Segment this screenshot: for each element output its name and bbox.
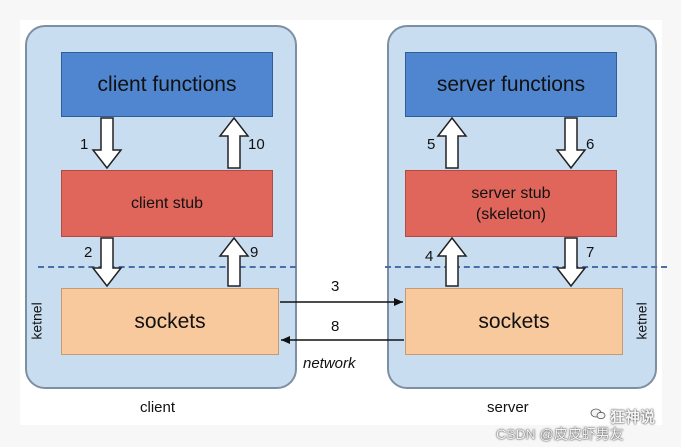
arrow-step-10 xyxy=(218,116,250,169)
wechat-logo-icon xyxy=(590,408,606,420)
arrow-step-5 xyxy=(436,116,468,169)
server-sockets-label: sockets xyxy=(478,309,550,333)
step-label-4: 4 xyxy=(425,248,434,265)
arrow-step-7 xyxy=(555,237,587,288)
client-stub-label: client stub xyxy=(130,195,204,212)
client-kernel-label: ketnel xyxy=(28,302,45,340)
client-functions-box: client functions xyxy=(61,52,273,117)
server-functions-box: server functions xyxy=(405,52,617,117)
client-functions-label: client functions xyxy=(97,72,237,96)
arrow-step-4 xyxy=(436,236,468,287)
server-kernel-label: ketnel xyxy=(633,302,650,340)
step-label-7: 7 xyxy=(586,244,595,261)
arrow-step-9 xyxy=(218,236,250,287)
client-stub-box: client stub xyxy=(61,170,273,237)
step-label-1: 1 xyxy=(80,136,89,153)
step-label-6: 6 xyxy=(586,136,595,153)
client-kernel-boundary xyxy=(38,266,296,268)
step-label-9: 9 xyxy=(250,244,259,261)
step-label-5: 5 xyxy=(427,136,436,153)
client-sockets-box: sockets xyxy=(61,288,279,355)
step-label-3: 3 xyxy=(331,278,340,295)
step-label-2: 2 xyxy=(84,244,93,261)
server-functions-label: server functions xyxy=(436,72,586,96)
watermark-source: CSDN @皮皮虾男友 xyxy=(496,426,624,442)
server-kernel-boundary xyxy=(385,266,667,268)
client-sockets-label: sockets xyxy=(134,309,206,333)
client-caption: client xyxy=(140,399,176,416)
arrow-step-6 xyxy=(555,117,587,170)
network-label: network xyxy=(303,355,356,372)
step-label-8: 8 xyxy=(331,318,340,335)
arrow-step-1 xyxy=(91,117,123,170)
watermark-brand: 狂神说 xyxy=(610,409,656,426)
arrow-step-2 xyxy=(91,237,123,288)
server-sockets-box: sockets xyxy=(405,288,623,355)
server-stub-label: server stub xyxy=(471,184,551,202)
server-stub-sublabel: (skeleton) xyxy=(475,205,547,223)
server-stub-box: server stub (skeleton) xyxy=(405,170,617,237)
step-label-10: 10 xyxy=(248,136,265,153)
server-caption: server xyxy=(487,399,529,416)
